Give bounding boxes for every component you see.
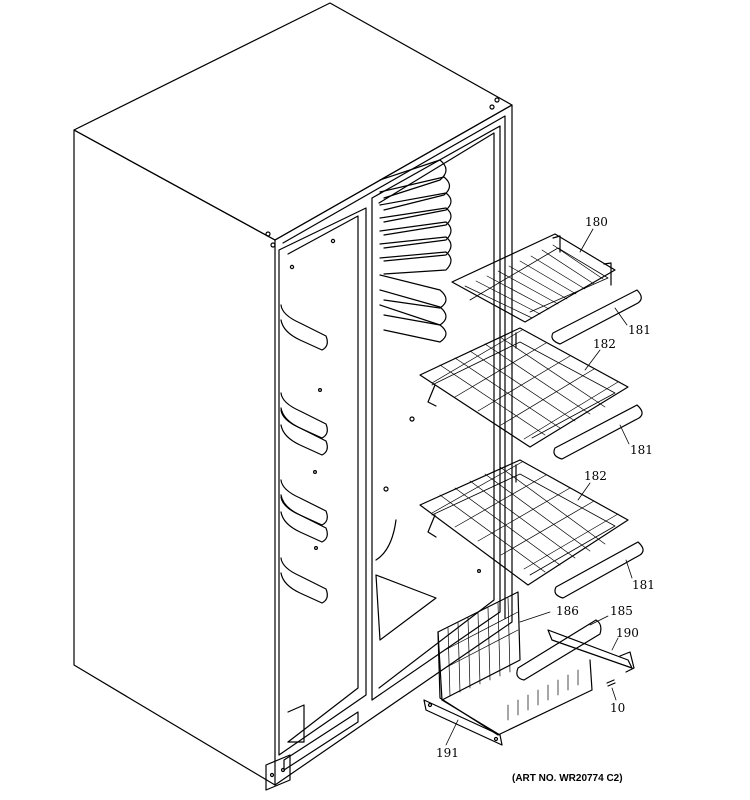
bottom-hinge-plate bbox=[265, 754, 291, 791]
callout-181: 181 bbox=[628, 323, 651, 337]
shelf-trim-mid[interactable] bbox=[553, 404, 643, 460]
fresh-food-side-rails bbox=[379, 159, 452, 343]
callout-181: 181 bbox=[632, 578, 655, 592]
shelf-trim-low[interactable] bbox=[554, 541, 644, 599]
callout-181: 181 bbox=[630, 443, 653, 457]
freezer-bottom-trim bbox=[283, 711, 359, 771]
fresh-food-liner-curve bbox=[375, 519, 397, 561]
cabinet-screw bbox=[270, 242, 276, 248]
shelf-top-hook bbox=[603, 262, 612, 286]
callout-186: 186 bbox=[556, 604, 579, 618]
shelf-low-leg bbox=[427, 514, 437, 538]
freezer-compartment-opening bbox=[278, 207, 367, 756]
slide-rail-left[interactable] bbox=[423, 699, 503, 746]
slide-rail-right[interactable] bbox=[547, 629, 633, 669]
fresh-food-compartment-opening bbox=[371, 125, 501, 701]
leader-lines bbox=[445, 228, 633, 746]
basket-cover[interactable] bbox=[516, 619, 602, 681]
screw-part[interactable] bbox=[606, 679, 616, 687]
hinge-screw bbox=[269, 772, 275, 778]
shelf-top-wire[interactable] bbox=[451, 233, 616, 323]
cabinet-left-side bbox=[73, 129, 276, 786]
freezer-side-rails bbox=[280, 304, 328, 604]
fresh-food-liner-hole bbox=[409, 416, 415, 422]
shelf-low-wire[interactable] bbox=[419, 459, 629, 586]
cabinet bbox=[73, 2, 513, 791]
shelf-mid-leg bbox=[427, 384, 437, 407]
cabinet-screw bbox=[494, 97, 500, 103]
callout-182: 182 bbox=[584, 469, 607, 483]
rail-screw bbox=[493, 736, 499, 742]
callout-10: 10 bbox=[610, 701, 625, 715]
shelf-top-hook bbox=[552, 235, 561, 253]
cabinet-front-frame-inner bbox=[282, 115, 506, 619]
shelf-mid-wire[interactable] bbox=[419, 327, 629, 448]
freezer-compartment-liner bbox=[287, 215, 359, 743]
fresh-food-liner-hole bbox=[477, 568, 482, 573]
freezer-liner-holes bbox=[289, 238, 336, 550]
fresh-food-liner-hole bbox=[383, 486, 389, 492]
freezer-floor-tab bbox=[287, 704, 305, 743]
rail-screw bbox=[427, 702, 433, 708]
slide-rail-bracket bbox=[619, 651, 635, 673]
callout-190: 190 bbox=[616, 626, 639, 640]
callout-182: 182 bbox=[593, 337, 616, 351]
fresh-food-floor-well bbox=[375, 574, 437, 641]
cabinet-screw bbox=[265, 231, 271, 237]
shelf-trim-top[interactable] bbox=[551, 289, 642, 345]
art-number: (ART NO. WR20774 C2) bbox=[512, 773, 623, 784]
cabinet-top bbox=[73, 2, 513, 241]
hinge-screw bbox=[280, 767, 286, 773]
callout-191: 191 bbox=[436, 746, 459, 760]
cabinet-screw bbox=[489, 104, 495, 110]
freezer-basket[interactable] bbox=[437, 591, 593, 736]
callout-180: 180 bbox=[585, 215, 608, 229]
callout-185: 185 bbox=[610, 604, 633, 618]
fresh-food-compartment-liner bbox=[378, 132, 495, 689]
